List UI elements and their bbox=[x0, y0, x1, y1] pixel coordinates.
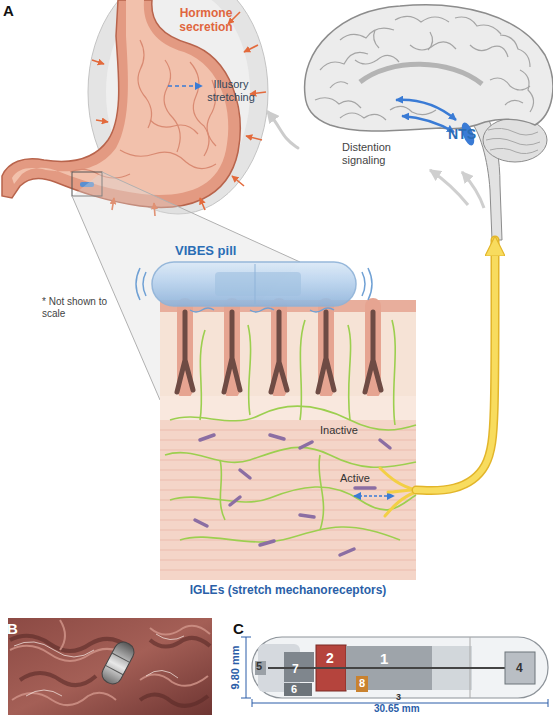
brain-region: NTS bbox=[298, 0, 553, 240]
annotation-text: Hormone secretion bbox=[175, 6, 237, 34]
signal-arrow bbox=[268, 112, 298, 148]
tissue-section: InactiveActiveIGLEs (stretch mechanorece… bbox=[160, 300, 416, 580]
pill-device: VIBES pill bbox=[150, 243, 360, 307]
vibes-pill bbox=[136, 262, 372, 312]
annotation-text: Illusory stretching bbox=[203, 78, 259, 104]
scale-note: * Not shown to scale bbox=[42, 296, 108, 320]
brain-illustration bbox=[305, 5, 553, 240]
device-label: VIBES pill bbox=[175, 243, 236, 258]
callout-number: 7 bbox=[292, 662, 299, 676]
callout-number: 1 bbox=[380, 650, 388, 668]
photo-panel bbox=[8, 618, 212, 715]
callout-number: 3 bbox=[396, 692, 401, 703]
callout-number: 2 bbox=[326, 650, 334, 667]
panel-letter: A bbox=[3, 2, 14, 20]
receptor-label: IGLEs (stretch mechanoreceptors) bbox=[188, 583, 388, 597]
nucleus-label: NTS bbox=[448, 126, 476, 143]
capsule-schematic bbox=[241, 637, 548, 707]
gastric-wall-section bbox=[160, 300, 416, 580]
signal-arrows bbox=[430, 170, 484, 208]
stomach-illustration bbox=[2, 0, 268, 216]
connector-line bbox=[416, 240, 495, 491]
dimension-label: 30.65 mm bbox=[374, 703, 420, 715]
connector-line bbox=[268, 112, 298, 148]
stomach-region: Hormone secretionIllusory stretching bbox=[0, 0, 268, 218]
state-label: Active bbox=[340, 472, 370, 485]
callout-number: 5 bbox=[256, 660, 262, 673]
callout-number: 4 bbox=[516, 661, 523, 675]
panel-letter: C bbox=[233, 620, 244, 638]
vagal-afferent-arrow bbox=[416, 240, 495, 491]
dimension-label: 9.80 mm bbox=[229, 633, 242, 703]
state-label: Inactive bbox=[320, 424, 358, 437]
callout-number: 8 bbox=[359, 677, 365, 690]
callout-number: 6 bbox=[291, 683, 297, 696]
connector-outline bbox=[416, 240, 495, 491]
edge-label: Distention signaling bbox=[342, 141, 412, 167]
panel-letter: B bbox=[7, 620, 18, 638]
